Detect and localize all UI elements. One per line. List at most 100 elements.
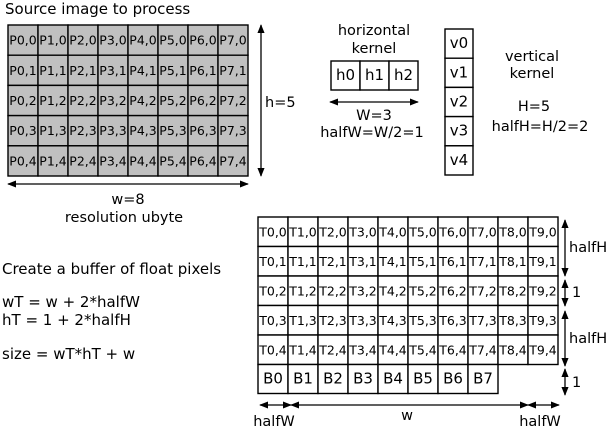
temp-pixel: T6,3 — [437, 304, 469, 336]
temp-pixel-label: T8,2 — [498, 283, 527, 298]
source-pixel-label: P6,1 — [189, 63, 216, 78]
temp-pixel-label: T6,3 — [438, 313, 467, 328]
temp-pixel: T3,3 — [347, 304, 379, 336]
source-pixel: P4,3 — [127, 114, 159, 147]
source-pixel: P5,0 — [157, 24, 189, 56]
one-middle-label: 1 — [572, 285, 581, 301]
temp-pixel: T2,4 — [317, 334, 349, 366]
source-pixel: P2,1 — [67, 54, 99, 87]
temp-pixel-label: T7,1 — [468, 254, 497, 269]
temp-pixel-label: T4,1 — [378, 254, 407, 269]
temp-pixel-label: T1,1 — [288, 254, 317, 269]
vertical-kernel-cell: v2 — [444, 86, 474, 118]
vertical-kernel-half-label: halfH=H/2=2 — [492, 119, 589, 135]
source-pixel: P0,0 — [7, 24, 39, 56]
source-pixel-label: P3,0 — [99, 33, 126, 48]
source-pixel: P1,3 — [37, 114, 69, 147]
source-pixel: P3,2 — [97, 84, 129, 117]
source-pixel: P2,2 — [67, 84, 99, 117]
horizontal-kernel-cell: h2 — [388, 60, 419, 91]
temp-pixel: T5,4 — [407, 334, 439, 366]
source-pixel-label: P1,0 — [39, 33, 66, 48]
temp-pixel: T5,2 — [407, 275, 439, 307]
source-pixel: P5,4 — [157, 145, 189, 177]
buffer-extra-cell: B3 — [347, 363, 379, 395]
horizontal-kernel-width-label: W=3 — [356, 108, 392, 124]
buffer-formula-wT: wT = w + 2*halfW — [2, 293, 140, 311]
source-pixel-label: P3,3 — [99, 123, 126, 138]
temp-pixel-label: T9,0 — [528, 224, 557, 239]
temp-pixel: T9,2 — [527, 275, 559, 307]
buffer-extra-cell-label: B3 — [353, 370, 373, 388]
temp-pixel-label: T5,1 — [408, 254, 437, 269]
source-pixel: P3,0 — [97, 24, 129, 56]
source-pixel: P4,1 — [127, 54, 159, 87]
source-pixel-label: P1,1 — [39, 63, 66, 78]
temp-pixel: T0,1 — [257, 245, 289, 277]
temp-pixel: T8,1 — [497, 245, 529, 277]
temp-pixel-label: T1,4 — [288, 342, 317, 357]
source-pixel-label: P1,2 — [39, 93, 66, 108]
buffer-extra-cell: B2 — [317, 363, 349, 395]
temp-pixel: T2,0 — [317, 216, 349, 248]
vertical-kernel-cell: v3 — [444, 115, 474, 147]
source-pixel: P3,1 — [97, 54, 129, 87]
source-pixel: P1,2 — [37, 84, 69, 117]
source-pixel-label: P4,2 — [129, 93, 156, 108]
temp-pixel: T5,0 — [407, 216, 439, 248]
buffer-formula-size: size = wT*hT + w — [2, 345, 135, 363]
temp-pixel-label: T6,4 — [438, 342, 467, 357]
source-pixel-label: P7,4 — [219, 153, 246, 168]
temp-pixel-label: T4,4 — [378, 342, 407, 357]
temp-pixel-label: T7,3 — [468, 313, 497, 328]
temp-pixel: T3,2 — [347, 275, 379, 307]
source-pixel-label: P4,4 — [129, 153, 156, 168]
source-pixel-label: P1,3 — [39, 123, 66, 138]
temp-pixel-label: T2,4 — [318, 342, 347, 357]
buffer-formula-hT: hT = 1 + 2*halfH — [2, 311, 131, 329]
source-pixel-label: P7,1 — [219, 63, 246, 78]
source-pixel-label: P5,4 — [159, 153, 186, 168]
temp-pixel: T7,2 — [467, 275, 499, 307]
temp-pixel-label: T0,2 — [258, 283, 287, 298]
source-title: Source image to process — [5, 0, 190, 18]
source-pixel-label: P6,3 — [189, 123, 216, 138]
source-pixel: P2,0 — [67, 24, 99, 56]
temp-pixel-label: T3,3 — [348, 313, 377, 328]
temp-pixel-label: T4,3 — [378, 313, 407, 328]
vertical-kernel-title-line2: kernel — [510, 66, 555, 82]
temp-pixel-label: T2,2 — [318, 283, 347, 298]
temp-pixel: T2,1 — [317, 245, 349, 277]
source-pixel: P0,2 — [7, 84, 39, 117]
source-pixel: P2,3 — [67, 114, 99, 147]
temp-pixel-label: T1,0 — [288, 224, 317, 239]
one-extra-label: 1 — [572, 375, 581, 391]
vertical-kernel-cell: v0 — [444, 28, 474, 59]
horizontal-kernel-cell-label: h1 — [365, 66, 384, 84]
source-pixel: P7,0 — [217, 24, 249, 56]
vertical-kernel-cell-label: v2 — [450, 93, 468, 111]
vertical-kernel-title-line1: vertical — [505, 49, 559, 65]
halfW-right-label: halfW — [519, 414, 561, 430]
source-pixel-label: P4,0 — [129, 33, 156, 48]
temp-pixel-label: T6,1 — [438, 254, 467, 269]
temp-pixel-label: T0,3 — [258, 313, 287, 328]
temp-pixel-label: T7,0 — [468, 224, 497, 239]
temp-pixel-label: T3,2 — [348, 283, 377, 298]
source-pixel: P3,4 — [97, 145, 129, 177]
temp-pixel: T1,3 — [287, 304, 319, 336]
vertical-kernel-cell: v1 — [444, 57, 474, 89]
temp-pixel-label: T8,0 — [498, 224, 527, 239]
source-pixel-label: P5,1 — [159, 63, 186, 78]
source-pixel: P5,2 — [157, 84, 189, 117]
buffer-extra-cell: B5 — [407, 363, 439, 395]
source-pixel-label: P6,4 — [189, 153, 216, 168]
source-pixel: P0,4 — [7, 145, 39, 177]
temp-pixel: T6,1 — [437, 245, 469, 277]
buffer-extra-cell: B1 — [287, 363, 319, 395]
horizontal-kernel-half-label: halfW=W/2=1 — [320, 125, 424, 141]
buffer-extra-cell: B0 — [257, 363, 289, 395]
